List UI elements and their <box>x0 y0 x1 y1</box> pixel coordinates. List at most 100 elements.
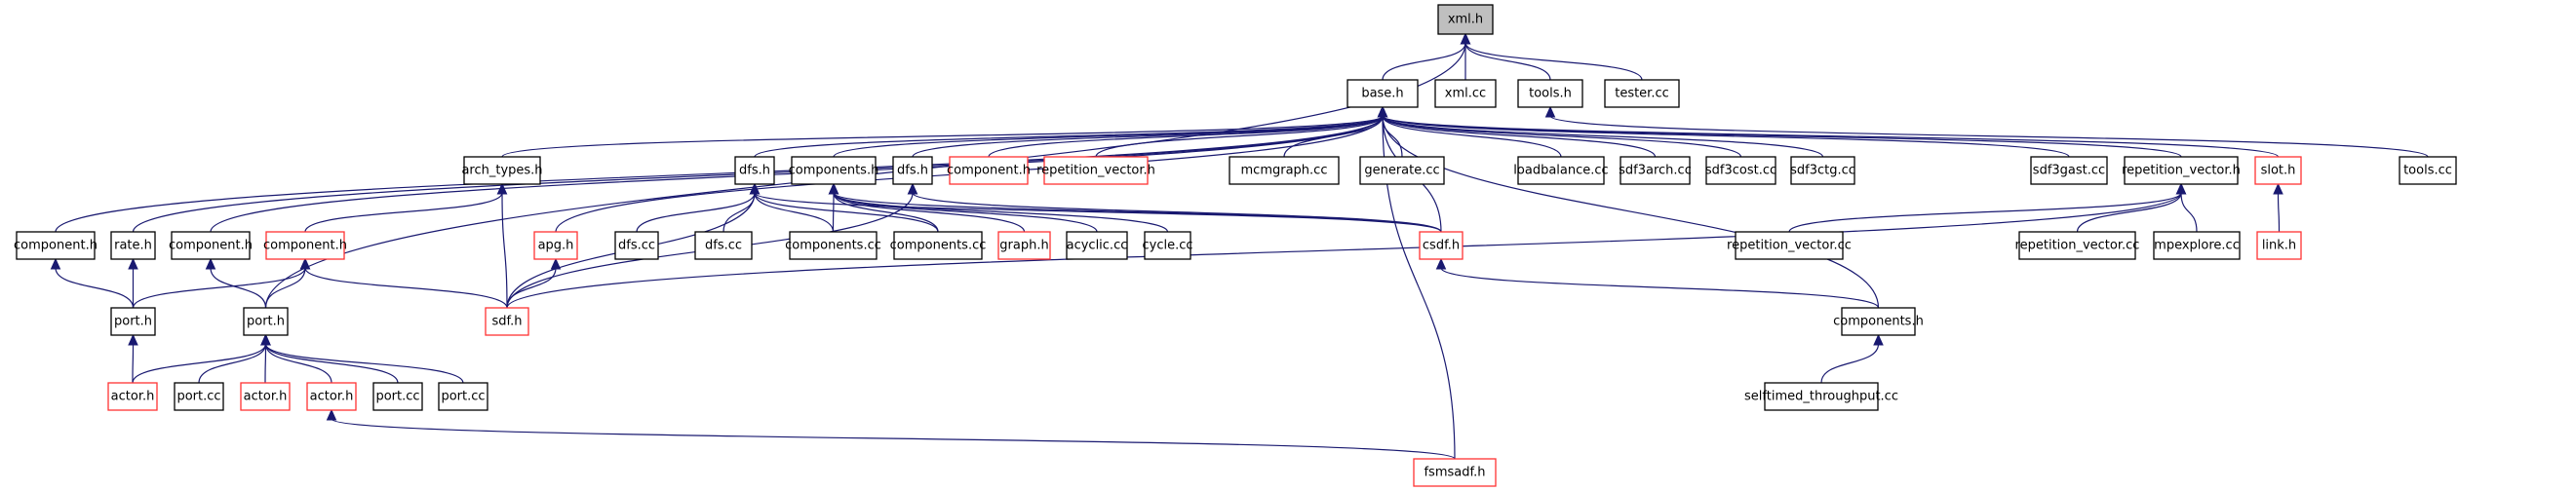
graph-node-tools-cc[interactable]: tools.cc <box>2399 156 2457 185</box>
graph-node-port-cc-3[interactable]: port.cc <box>438 382 488 411</box>
node-label: csdf.h <box>1423 239 1460 253</box>
graph-node-graph-h[interactable]: graph.h <box>997 231 1051 260</box>
graph-node-dfs-h-1[interactable]: dfs.h <box>734 156 775 185</box>
dependency-edge <box>1382 115 1824 158</box>
graph-node-repetition-vector-cc-2[interactable]: repetition_vector.cc <box>2015 231 2140 260</box>
arrowhead-icon <box>2175 182 2187 195</box>
dependency-edge <box>754 192 835 233</box>
node-label: dfs.h <box>897 164 928 178</box>
graph-node-fsmsadf-h[interactable]: fsmsadf.h <box>1413 458 1497 487</box>
dependency-edge <box>1382 115 2070 158</box>
node-box <box>110 307 156 336</box>
graph-node-tester-cc[interactable]: tester.cc <box>1604 79 1680 108</box>
graph-node-rate-h[interactable]: rate.h <box>110 231 156 260</box>
node-box <box>1144 231 1191 260</box>
graph-node-sdf-h[interactable]: sdf.h <box>485 307 529 336</box>
graph-node-component-h-a[interactable]: component.h <box>14 231 98 260</box>
graph-node-sdf3ctg-cc[interactable]: sdf3ctg.cc <box>1790 156 1855 185</box>
graph-node-repetition-vector-h[interactable]: repetition_vector.h <box>2122 156 2241 185</box>
graph-node-repetition-vector-h-r[interactable]: repetition_vector.h <box>1036 156 1155 185</box>
node-box <box>734 156 775 185</box>
node-label: cycle.cc <box>1142 239 1192 253</box>
dependency-edge <box>55 115 1384 233</box>
graph-node-component-h-r2[interactable]: component.h <box>263 231 347 260</box>
node-box <box>2124 156 2239 185</box>
graph-node-component-h-b[interactable]: component.h <box>169 231 253 260</box>
graph-node-actor-h-2[interactable]: actor.h <box>240 382 291 411</box>
dependency-edge <box>198 343 267 384</box>
graph-node-sdf3gast-cc[interactable]: sdf3gast.cc <box>2030 156 2108 185</box>
dependency-edge <box>1382 115 1880 309</box>
node-box <box>1705 156 1776 185</box>
graph-node-dfs-h-2[interactable]: dfs.h <box>892 156 933 185</box>
graph-node-repetition-vector-cc-1[interactable]: repetition_vector.cc <box>1727 231 1852 260</box>
graph-node-dfs-cc-1[interactable]: dfs.cc <box>614 231 659 260</box>
dependency-edge <box>132 343 267 384</box>
node-box <box>1841 307 1916 336</box>
node-label: fsmsadf.h <box>1424 466 1485 480</box>
node-label: components.cc <box>890 239 987 253</box>
graph-node-port-h-2[interactable]: port.h <box>243 307 289 336</box>
graph-node-base-h[interactable]: base.h <box>1347 79 1419 108</box>
node-label: repetition_vector.h <box>1036 164 1155 178</box>
node-label: sdf.h <box>491 315 522 329</box>
graph-node-actor-h-1[interactable]: actor.h <box>107 382 158 411</box>
graph-node-components-cc-2[interactable]: components.cc <box>890 231 987 260</box>
node-box <box>438 382 488 411</box>
node-box <box>614 231 659 260</box>
graph-node-port-h-1[interactable]: port.h <box>110 307 156 336</box>
dependency-edge <box>754 192 939 233</box>
dependency-edge <box>722 192 756 233</box>
graph-node-component-h-r1[interactable]: component.h <box>947 156 1031 185</box>
arrowhead-icon <box>1460 32 1471 45</box>
node-box <box>1517 156 1605 185</box>
graph-node-sdf3cost-cc[interactable]: sdf3cost.cc <box>1705 156 1776 185</box>
graph-node-components-h-1[interactable]: components.h <box>789 156 879 185</box>
dependency-edge <box>1440 267 1880 309</box>
node-label: mcmgraph.cc <box>1241 164 1328 178</box>
arrowhead-icon <box>907 182 918 195</box>
graph-node-loadbalance-cc[interactable]: loadbalance.cc <box>1513 156 1609 185</box>
dependency-edge <box>1788 192 2182 233</box>
dependency-edge <box>833 192 1169 233</box>
node-label: port.cc <box>176 390 220 404</box>
graph-node-xml-cc[interactable]: xml.cc <box>1434 79 1497 108</box>
node-box <box>306 382 357 411</box>
dependency-edge <box>1382 115 1657 158</box>
graph-node-acyclic-cc[interactable]: acyclic.cc <box>1066 231 1128 260</box>
dependency-edge <box>833 192 1442 233</box>
dependency-edge <box>1382 42 1466 81</box>
graph-node-cycle-cc[interactable]: cycle.cc <box>1142 231 1193 260</box>
node-box <box>893 231 983 260</box>
graph-node-mcmgraph-cc[interactable]: mcmgraph.cc <box>1229 156 1340 185</box>
graph-node-sdf3arch-cc[interactable]: sdf3arch.cc <box>1619 156 1692 185</box>
graph-node-csdf-h[interactable]: csdf.h <box>1419 231 1464 260</box>
graph-node-tools-h[interactable]: tools.h <box>1517 79 1583 108</box>
node-label: dfs.cc <box>705 239 742 253</box>
graph-node-arch-types-h[interactable]: arch_types.h <box>461 156 543 185</box>
graph-node-mpexplore-cc[interactable]: mpexplore.cc <box>2153 231 2241 260</box>
node-box <box>1764 382 1879 411</box>
graph-node-link-h[interactable]: link.h <box>2256 231 2302 260</box>
graph-node-selftimed-throughput-cc[interactable]: selftimed_throughput.cc <box>1744 382 1898 411</box>
graph-node-components-h-2[interactable]: components.h <box>1833 307 1924 336</box>
graph-node-port-cc-1[interactable]: port.cc <box>174 382 224 411</box>
node-label: actor.h <box>111 390 155 404</box>
node-box <box>892 156 933 185</box>
graph-node-generate-cc[interactable]: generate.cc <box>1359 156 1445 185</box>
node-box <box>1359 156 1445 185</box>
node-label: xml.h <box>1448 13 1483 27</box>
node-label: component.h <box>169 239 253 253</box>
node-box <box>265 231 345 260</box>
graph-node-components-cc-1[interactable]: components.cc <box>785 231 881 260</box>
graph-node-port-cc-2[interactable]: port.cc <box>372 382 423 411</box>
graph-node-apg-h[interactable]: apg.h <box>533 231 578 260</box>
dependency-edge <box>988 115 1384 158</box>
graph-node-slot-h[interactable]: slot.h <box>2254 156 2302 185</box>
dependency-edge <box>2277 192 2281 233</box>
graph-node-dfs-cc-2[interactable]: dfs.cc <box>694 231 753 260</box>
graph-node-actor-h-3[interactable]: actor.h <box>306 382 357 411</box>
graph-node-xml-h[interactable]: xml.h <box>1437 4 1494 35</box>
node-label: port.cc <box>441 390 485 404</box>
